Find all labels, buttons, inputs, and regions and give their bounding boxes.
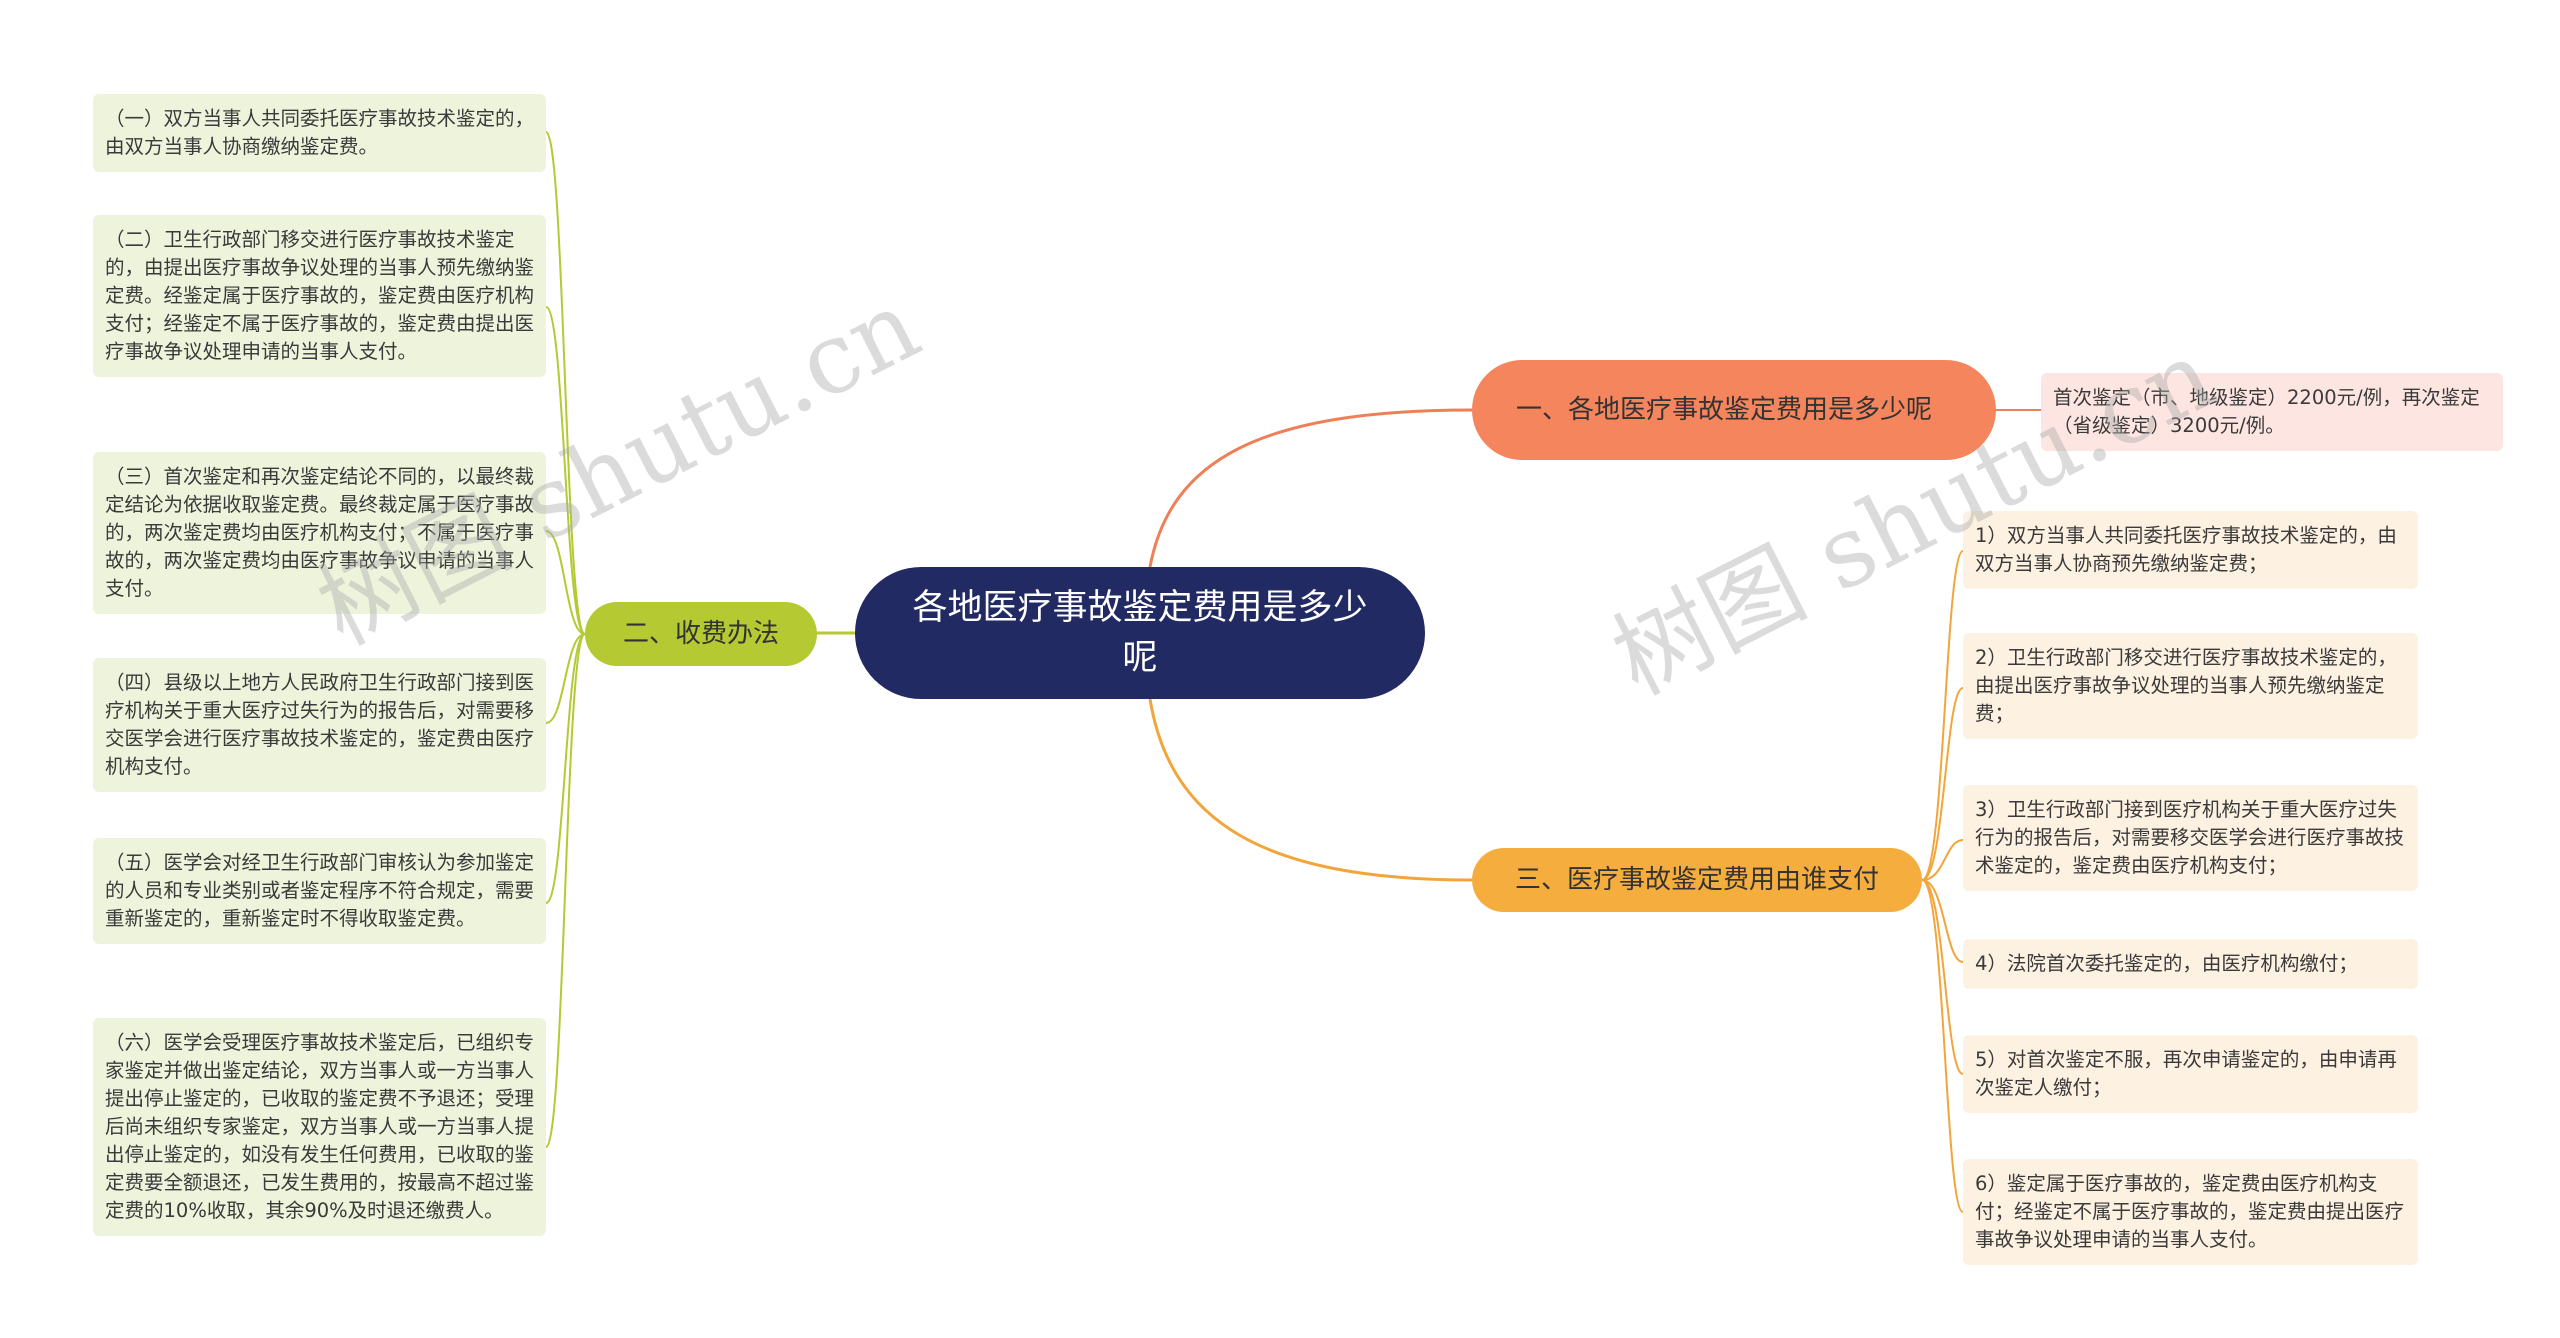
branch-fee-amount-label: 一、各地医疗事故鉴定费用是多少呢 <box>1516 395 1933 425</box>
link-b3-leaf-4 <box>1921 879 1964 963</box>
leaf-who-pays-2-text: 2）卫生行政部门移交进行医疗事故技术鉴定的，由提出医疗事故争议处理的当事人预先缴… <box>1975 646 2397 725</box>
leaf-who-pays-4[interactable]: 4）法院首次委托鉴定的，由医疗机构缴付； <box>1963 939 2418 989</box>
leaf-charging-4-text: （四）县级以上地方人民政府卫生行政部门接到医疗机构关于重大医疗过失行为的报告后，… <box>105 671 535 778</box>
link-b2-leaf-4 <box>545 633 586 724</box>
root-topic-label: 各地医疗事故鉴定费用是多少呢 <box>912 588 1368 678</box>
leaf-who-pays-5[interactable]: 5）对首次鉴定不服，再次申请鉴定的，由申请再次鉴定人缴付； <box>1963 1035 2418 1113</box>
leaf-who-pays-2[interactable]: 2）卫生行政部门移交进行医疗事故技术鉴定的，由提出医疗事故争议处理的当事人预先缴… <box>1963 633 2418 739</box>
link-b2-leaf-3 <box>545 530 586 635</box>
links-b3-leaves <box>1921 550 1964 1213</box>
leaf-who-pays-5-text: 5）对首次鉴定不服，再次申请鉴定的，由申请再次鉴定人缴付； <box>1975 1048 2397 1099</box>
leaf-charging-4[interactable]: （四）县级以上地方人民政府卫生行政部门接到医疗机构关于重大医疗过失行为的报告后，… <box>93 658 546 792</box>
link-b3-leaf-2 <box>1921 687 1964 881</box>
link-root-b3 <box>1148 698 1473 882</box>
link-b3-leaf-3 <box>1921 839 1964 881</box>
leaf-charging-1-text: （一）双方当事人共同委托医疗事故技术鉴定的，由双方当事人协商缴纳鉴定费。 <box>105 107 535 158</box>
link-b2-leaf-1 <box>545 131 586 635</box>
leaf-charging-6-text: （六）医学会受理医疗事故技术鉴定后，已组织专家鉴定并做出鉴定结论，双方当事人或一… <box>105 1031 535 1222</box>
branch-charging-method[interactable]: 二、收费办法 <box>585 602 817 666</box>
leaf-charging-2-text: （二）卫生行政部门移交进行医疗事故技术鉴定的，由提出医疗事故争议处理的当事人预先… <box>105 228 535 363</box>
links-b2-leaves <box>545 131 586 1148</box>
link-b2-leaf-5 <box>545 633 586 904</box>
leaf-charging-2[interactable]: （二）卫生行政部门移交进行医疗事故技术鉴定的，由提出医疗事故争议处理的当事人预先… <box>93 215 546 377</box>
branch-who-pays[interactable]: 三、医疗事故鉴定费用由谁支付 <box>1472 848 1922 912</box>
leaf-charging-6[interactable]: （六）医学会受理医疗事故技术鉴定后，已组织专家鉴定并做出鉴定结论，双方当事人或一… <box>93 1018 546 1236</box>
branch-charging-method-label: 二、收费办法 <box>622 619 779 649</box>
branch-fee-amount[interactable]: 一、各地医疗事故鉴定费用是多少呢 <box>1472 360 1996 460</box>
branch-who-pays-label: 三、医疗事故鉴定费用由谁支付 <box>1514 865 1879 895</box>
leaf-charging-5[interactable]: （五）医学会对经卫生行政部门审核认为参加鉴定的人员和专业类别或者鉴定程序不符合规… <box>93 838 546 944</box>
leaf-who-pays-1-text: 1）双方当事人共同委托医疗事故技术鉴定的，由双方当事人协商预先缴纳鉴定费； <box>1975 524 2397 575</box>
leaf-charging-3[interactable]: （三）首次鉴定和再次鉴定结论不同的，以最终裁定结论为依据收取鉴定费。最终裁定属于… <box>93 452 546 614</box>
leaf-who-pays-3-text: 3）卫生行政部门接到医疗机构关于重大医疗过失行为的报告后，对需要移交医学会进行医… <box>1975 798 2405 877</box>
leaf-charging-3-text: （三）首次鉴定和再次鉴定结论不同的，以最终裁定结论为依据收取鉴定费。最终裁定属于… <box>105 465 535 600</box>
leaf-who-pays-6[interactable]: 6）鉴定属于医疗事故的，鉴定费由医疗机构支付；经鉴定不属于医疗事故的，鉴定费由提… <box>1963 1159 2418 1265</box>
link-b3-leaf-5 <box>1921 879 1964 1075</box>
link-b3-leaf-1 <box>1921 550 1964 881</box>
leaf-fee-amount-text: 首次鉴定（市、地级鉴定）2200元/例，再次鉴定（省级鉴定）3200元/例。 <box>2053 386 2480 437</box>
leaf-charging-1[interactable]: （一）双方当事人共同委托医疗事故技术鉴定的，由双方当事人协商缴纳鉴定费。 <box>93 94 546 172</box>
leaf-who-pays-6-text: 6）鉴定属于医疗事故的，鉴定费由医疗机构支付；经鉴定不属于医疗事故的，鉴定费由提… <box>1975 1172 2405 1251</box>
link-b2-leaf-6 <box>545 633 586 1148</box>
leaf-who-pays-3[interactable]: 3）卫生行政部门接到医疗机构关于重大医疗过失行为的报告后，对需要移交医学会进行医… <box>1963 785 2418 891</box>
root-topic[interactable]: 各地医疗事故鉴定费用是多少呢 <box>855 567 1425 699</box>
leaf-who-pays-1[interactable]: 1）双方当事人共同委托医疗事故技术鉴定的，由双方当事人协商预先缴纳鉴定费； <box>1963 511 2418 589</box>
leaf-who-pays-4-text: 4）法院首次委托鉴定的，由医疗机构缴付； <box>1975 952 2358 975</box>
link-root-b1 <box>1148 408 1473 568</box>
leaf-charging-5-text: （五）医学会对经卫生行政部门审核认为参加鉴定的人员和专业类别或者鉴定程序不符合规… <box>105 851 535 930</box>
link-b3-leaf-6 <box>1921 879 1964 1213</box>
link-b2-leaf-2 <box>545 306 586 635</box>
leaf-fee-amount[interactable]: 首次鉴定（市、地级鉴定）2200元/例，再次鉴定（省级鉴定）3200元/例。 <box>2041 373 2503 451</box>
